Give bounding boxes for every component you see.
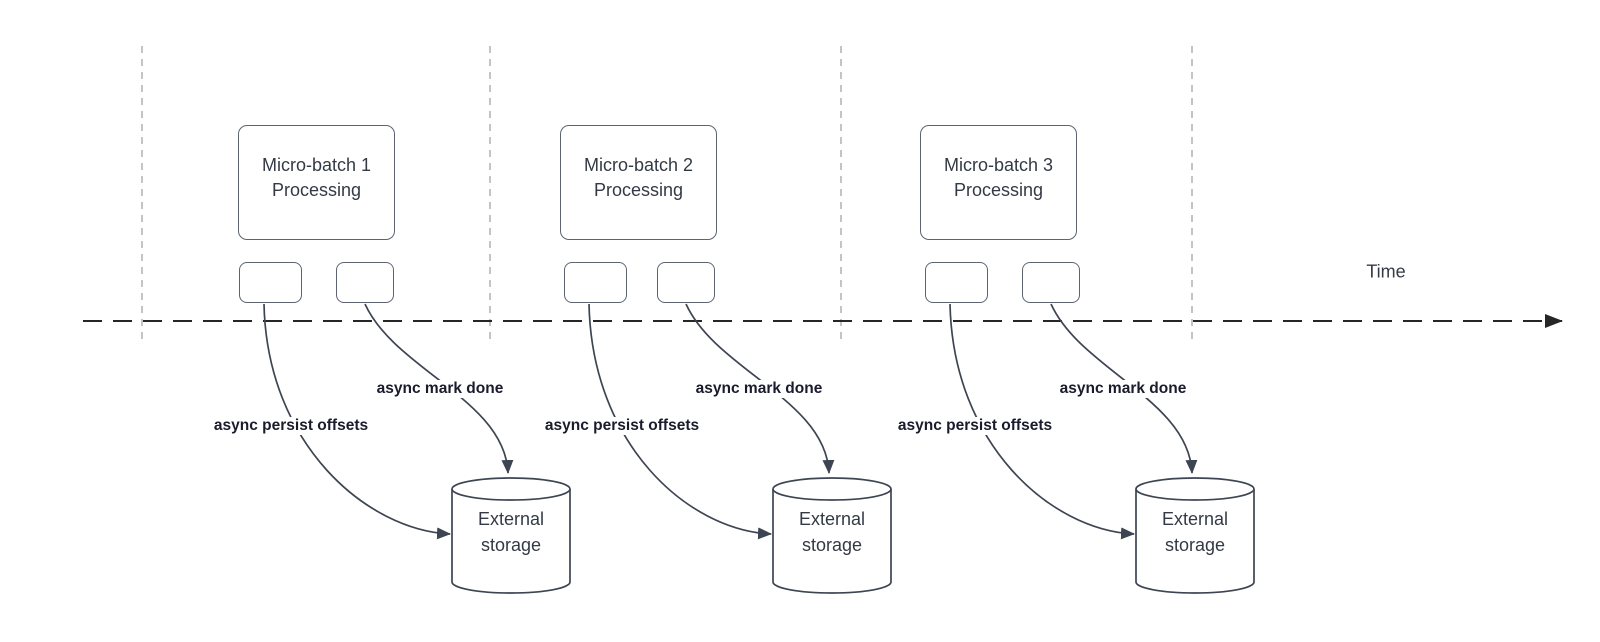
storage-label-line2: storage (480, 535, 542, 555)
box-title-line2: Processing (593, 180, 684, 200)
cylinder-top-icon (1135, 477, 1255, 501)
external-storage-label: External storage (452, 506, 570, 558)
mark-task-box (1022, 262, 1080, 303)
external-storage-cylinder (1135, 489, 1255, 594)
offset-task-box (924, 262, 988, 303)
external-storage-label: External storage (1136, 506, 1254, 558)
time-label: Time (1366, 261, 1406, 282)
persist-offsets-arrow (588, 303, 772, 540)
external-storage-cylinder (772, 489, 892, 594)
box-title-line1: Micro-batch 1 (261, 155, 372, 175)
storage-label-line1: External (1161, 509, 1229, 529)
box-title-line2: Processing (953, 180, 1044, 200)
offset-task-box (238, 262, 302, 303)
storage-label-line1: External (477, 509, 545, 529)
cylinder-top-icon (772, 477, 892, 501)
mark-done-label: async mark done (1056, 380, 1190, 398)
external-storage-cylinder (451, 489, 571, 594)
persist-offsets-arrow (263, 303, 451, 540)
micro-batch-box: Micro-batch 1 Processing (238, 125, 395, 240)
mark-done-label: async mark done (373, 380, 507, 398)
persist-offsets-arrow (949, 303, 1135, 540)
external-storage-label: External storage (773, 506, 891, 558)
mark-task-box (657, 262, 715, 303)
storage-label-line1: External (798, 509, 866, 529)
box-title-line2: Processing (271, 180, 362, 200)
persist-offsets-label: async persist offsets (894, 417, 1056, 435)
box-title-line1: Micro-batch 2 (583, 155, 694, 175)
storage-label-line2: storage (801, 535, 863, 555)
offset-task-box (563, 262, 627, 303)
micro-batch-box: Micro-batch 2 Processing (560, 125, 717, 240)
cylinder-top-icon (451, 477, 571, 501)
storage-label-line2: storage (1164, 535, 1226, 555)
mark-task-box (336, 262, 394, 303)
micro-batch-box: Micro-batch 3 Processing (920, 125, 1077, 240)
persist-offsets-label: async persist offsets (210, 417, 372, 435)
persist-offsets-label: async persist offsets (541, 417, 703, 435)
box-title-line1: Micro-batch 3 (943, 155, 1054, 175)
mark-done-label: async mark done (692, 380, 826, 398)
